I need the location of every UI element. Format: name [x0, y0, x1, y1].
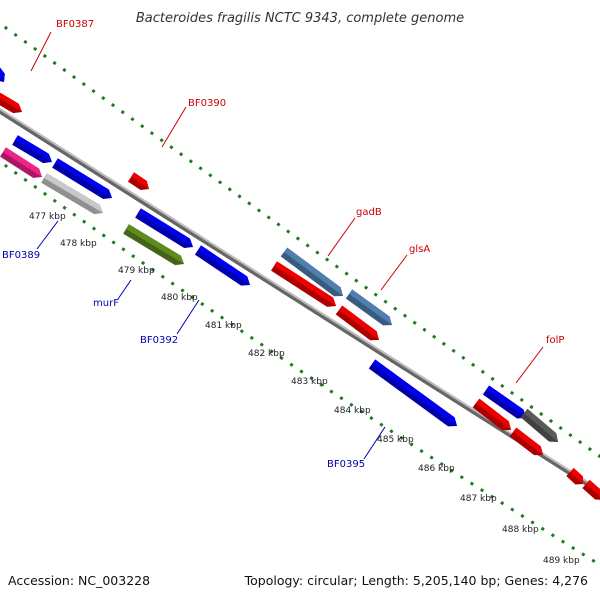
kbp-tick-label: 481 kbp — [205, 321, 242, 331]
gene-block-face — [349, 289, 392, 325]
gene-block-face — [126, 224, 185, 265]
gc-skew-track — [0, 21, 600, 567]
gene-block-face — [476, 398, 512, 431]
gene-bf0395 — [368, 359, 457, 427]
gene-red-right — [509, 427, 543, 456]
kbp-tick-label: 477 kbp — [29, 212, 66, 222]
label-leader-bf0387 — [30, 31, 52, 72]
kbp-tick-label: 483 kbp — [291, 377, 328, 387]
gene-murf — [123, 224, 185, 266]
gene-label-gadb: gadB — [356, 207, 382, 218]
gene-block-shade — [127, 172, 149, 190]
gene-label-bf0390: BF0390 — [188, 98, 226, 109]
gene-block-face — [339, 305, 380, 340]
gene-block-face — [131, 172, 149, 189]
kbp-tick-label: 488 kbp — [502, 525, 539, 535]
gene-block-face — [198, 245, 250, 285]
gc-track-inner — [0, 159, 600, 567]
gene-upper-blue-1 — [12, 135, 53, 164]
gene-bf0388 — [0, 91, 22, 114]
gene-murf-neighbour — [135, 208, 194, 248]
kbp-ticks: 477 kbp 478 kbp 479 kbp 480 kbp 481 kbp 482 k… — [29, 212, 580, 566]
gene-block-face — [513, 427, 543, 455]
gene-bf0389 — [41, 173, 104, 215]
kbp-tick-label: 479 kbp — [118, 266, 155, 276]
gene-block-face — [0, 91, 22, 112]
kbp-tick-label: 485 kbp — [377, 435, 414, 445]
label-leader-folp — [515, 346, 544, 384]
gene-label-bf0395: BF0395 — [327, 459, 365, 470]
gene-glsa — [271, 261, 337, 307]
label-leader-bf0390 — [161, 106, 187, 148]
gene-label-bf0387: BF0387 — [56, 19, 94, 30]
gene-block-face — [274, 261, 337, 307]
kbp-tick-label: 489 kbp — [543, 556, 580, 566]
map-title: Bacteroides fragilis NCTC 9343, complete… — [136, 11, 464, 26]
gene-block-face — [486, 385, 526, 418]
label-leader-glsa — [380, 254, 408, 291]
gene-block-face — [284, 247, 344, 297]
kbp-tick-label: 484 kbp — [334, 406, 371, 416]
kbp-tick-label: 480 kbp — [161, 293, 198, 303]
gene-label-bf0389: BF0389 — [2, 250, 40, 261]
gene-block-face — [570, 467, 583, 484]
gene-glsa-2 — [335, 305, 380, 341]
kbp-tick-label: 487 kbp — [460, 494, 497, 504]
kbp-tick-label: 482 kbp — [248, 349, 285, 359]
label-leader-gadb — [327, 217, 356, 257]
gene-block-face — [15, 135, 53, 163]
gene-pink — [0, 147, 42, 178]
genome-summary-text: Topology: circular; Length: 5,205,140 bp… — [244, 573, 588, 588]
gene-block-face — [372, 359, 457, 426]
gene-label-glsa: glsA — [409, 244, 430, 255]
label-leader-murf — [117, 279, 132, 300]
label-leader-bf0395 — [363, 426, 386, 460]
gene-block-face — [138, 208, 194, 248]
gene-gray — [520, 408, 558, 442]
gene-gadb-2 — [345, 289, 392, 326]
gene-block-face — [0, 62, 5, 83]
gene-label-folp: folP — [546, 335, 564, 346]
gene-upper-blue-2 — [52, 158, 113, 200]
gene-folp — [482, 385, 526, 419]
gene-features — [0, 62, 600, 501]
gene-block-face — [524, 408, 558, 442]
label-leader-bf0392 — [176, 299, 200, 335]
kbp-tick-label: 478 kbp — [60, 239, 97, 249]
gene-label-murf: murF — [93, 298, 119, 309]
gene-block-face — [3, 147, 42, 177]
genome-backbone — [0, 107, 600, 495]
gene-bf0390 — [127, 172, 149, 190]
gene-gadb — [280, 247, 344, 297]
gene-bf0392 — [194, 245, 250, 286]
gene-bf0387-fragment — [0, 62, 5, 83]
accession-text: Accession: NC_003228 — [8, 573, 151, 588]
gene-folp-neighbour — [472, 398, 512, 431]
gene-red-edge-1 — [566, 467, 583, 485]
gene-label-bf0392: BF0392 — [140, 335, 178, 346]
gene-block-face — [55, 158, 113, 199]
kbp-tick-label: 486 kbp — [418, 464, 455, 474]
label-leader-bf0389 — [36, 220, 59, 250]
gene-block-face — [44, 173, 104, 214]
